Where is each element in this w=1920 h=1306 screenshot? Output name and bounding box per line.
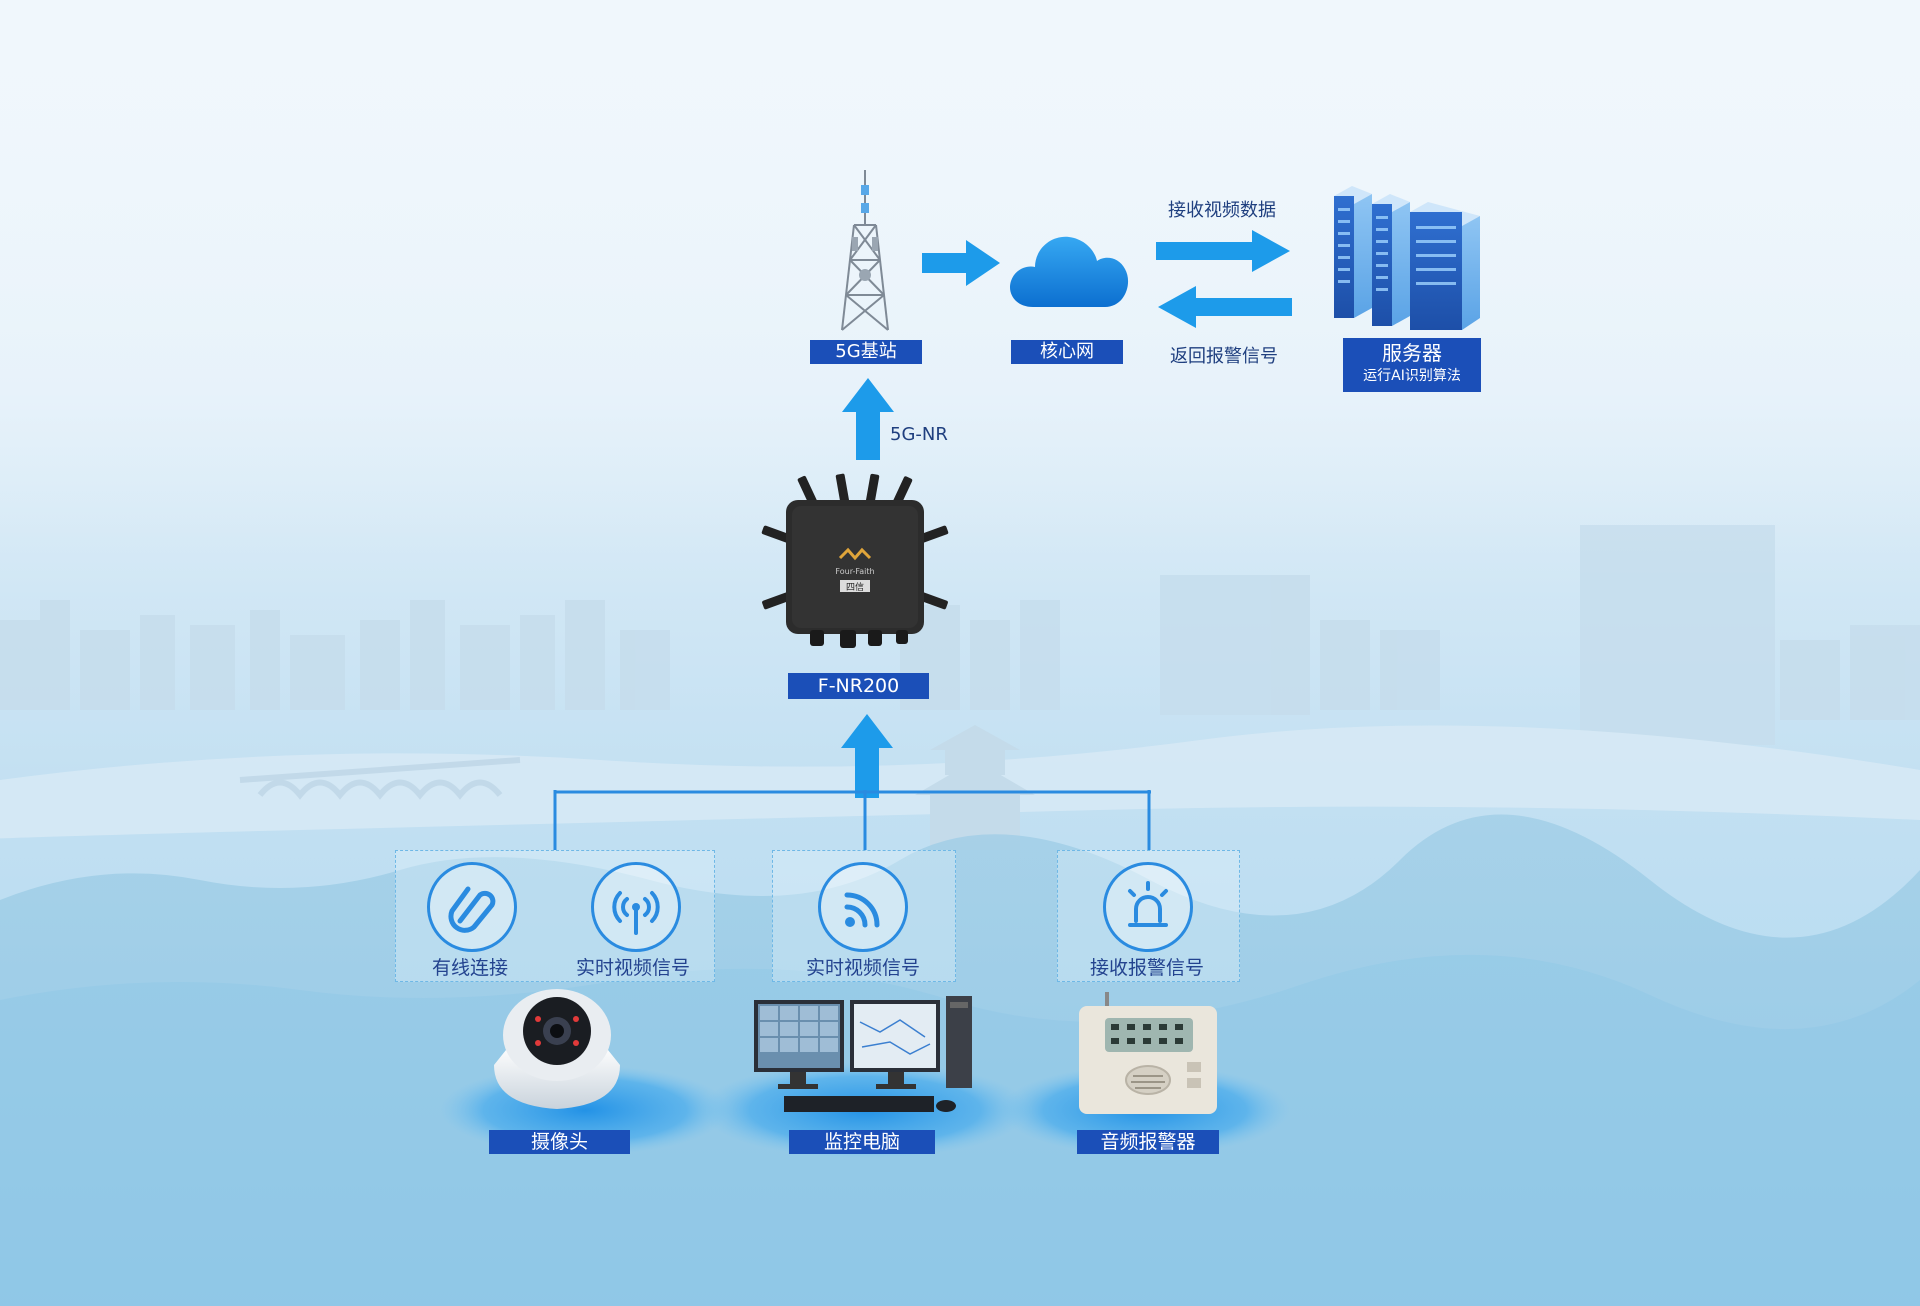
cloud-icon bbox=[1009, 236, 1129, 307]
audio-alarm-device-icon bbox=[1079, 992, 1217, 1114]
server-rack-icon bbox=[1334, 186, 1480, 330]
arrow-up-icon bbox=[841, 714, 893, 798]
router-brand-cn-text: 四信 bbox=[846, 581, 864, 593]
arrow-left-icon bbox=[1158, 286, 1292, 328]
panel-label-realtime-video-1: 实时视频信号 bbox=[575, 957, 690, 979]
audio-alarm-label: 音频报警器 bbox=[1077, 1130, 1219, 1154]
core-network-label: 核心网 bbox=[1011, 340, 1123, 364]
panel-label-wired: 有线连接 bbox=[431, 957, 508, 979]
camera-label: 摄像头 bbox=[489, 1130, 630, 1154]
connector-lines bbox=[553, 790, 1151, 850]
cell-tower-icon bbox=[841, 170, 889, 331]
receive-video-text: 接收视频数据 bbox=[1168, 200, 1276, 221]
panel-label-realtime-video-2: 实时视频信号 bbox=[805, 957, 920, 979]
server-label-box: 服务器 运行AI识别算法 bbox=[1343, 338, 1481, 392]
link-icon bbox=[427, 862, 517, 952]
router-device-icon: Four-Faith 四信 bbox=[761, 473, 949, 648]
monitoring-computer-icon bbox=[754, 996, 972, 1112]
monitoring-pc-label: 监控电脑 bbox=[789, 1130, 935, 1154]
wifi-signal-icon bbox=[818, 862, 908, 952]
alarm-light-icon bbox=[1103, 862, 1193, 952]
link-5g-nr-text: 5G-NR bbox=[890, 424, 948, 445]
base-station-label: 5G基站 bbox=[810, 340, 922, 364]
server-subtitle: 运行AI识别算法 bbox=[1363, 368, 1461, 384]
arrow-right-icon bbox=[1156, 230, 1290, 272]
arrow-up-icon bbox=[842, 378, 894, 460]
router-model-label: F-NR200 bbox=[788, 673, 929, 699]
router-brand-text: Four-Faith bbox=[835, 567, 874, 576]
dome-camera-icon bbox=[494, 989, 620, 1109]
return-alarm-text: 返回报警信号 bbox=[1170, 346, 1278, 367]
arrow-right-icon bbox=[922, 240, 1000, 286]
server-title: 服务器 bbox=[1382, 341, 1442, 365]
panel-label-receive-alarm: 接收报警信号 bbox=[1089, 957, 1204, 979]
antenna-signal-icon bbox=[591, 862, 681, 952]
